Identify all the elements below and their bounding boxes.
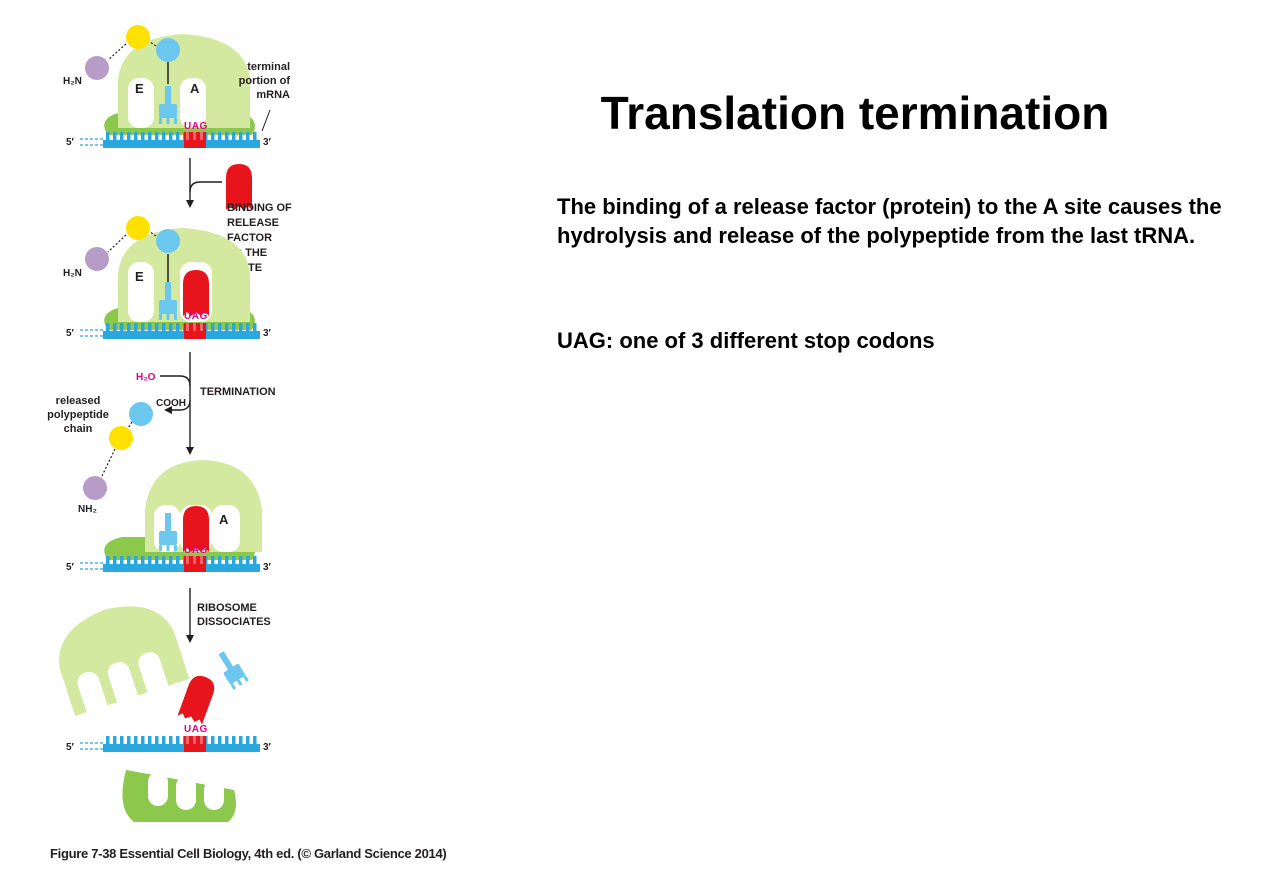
site-a-label-3: A (219, 512, 229, 527)
slide-body-text: The binding of a release factor (protein… (557, 194, 1222, 248)
release-factor-bound (183, 270, 209, 316)
h2n-label: H₂N (63, 76, 82, 87)
termination-label: TERMINATION (200, 386, 276, 398)
binding-label-3: FACTOR (227, 232, 272, 244)
site-e-label-2: E (135, 269, 144, 284)
panel-elongation-complete: E A H₂N UAG 5′ 3′ terminal portion of mR… (63, 25, 291, 149)
small-subunit-free (122, 770, 236, 822)
stop-codon-note: UAG: one of 3 different stop codons (557, 328, 935, 353)
stop-codon-label-3: UAG (184, 545, 208, 556)
ribosome-dissociates-label-1: RIBOSOME (197, 602, 257, 614)
binding-label-2: RELEASE (227, 217, 279, 229)
released-amino-acid-blue (129, 402, 153, 426)
terminal-mrna-label-3: mRNA (256, 89, 290, 101)
large-subunit-free (59, 606, 190, 718)
stop-codon-label: UAG (184, 121, 208, 132)
five-prime-label: 5′ (66, 137, 75, 148)
three-prime-label: 3′ (263, 137, 272, 148)
slide-title: Translation termination (600, 87, 1110, 139)
panel-terminated: A UAG 5′ 3′ (66, 460, 272, 573)
nh2-label: NH₂ (78, 504, 97, 515)
translation-termination-figure: E A H₂N UAG 5′ 3′ terminal portion of mR… (47, 25, 292, 822)
released-chain-label-1: released (56, 395, 101, 407)
amino-acid-purple (85, 56, 109, 80)
site-a-label: A (190, 81, 200, 96)
h2o-label: H₂O (136, 372, 156, 383)
h2n-label-2: H₂N (63, 268, 82, 279)
panel-dissociated: UAG 5′ 3′ (59, 606, 272, 822)
ribosome-dissociates-label-2: DISSOCIATES (197, 616, 271, 628)
binding-label-1: BINDING OF (227, 202, 292, 214)
trna-released (213, 648, 249, 690)
stop-codon-label-4: UAG (184, 724, 208, 735)
site-e-label: E (135, 81, 144, 96)
three-prime-label-3: 3′ (263, 562, 272, 573)
cooh-label: COOH (156, 398, 186, 409)
arrow-termination: H₂O COOH TERMINATION released polypeptid… (47, 352, 276, 515)
released-amino-acid-purple (83, 476, 107, 500)
released-amino-acid-yellow (109, 426, 133, 450)
terminal-mrna-label-2: portion of (239, 75, 291, 87)
panel-release-factor-bound: E H₂N UAG 5′ 3′ (63, 216, 272, 340)
arrow-dissociation: RIBOSOME DISSOCIATES (186, 588, 271, 643)
stop-codon-label-2: UAG (184, 311, 208, 322)
five-prime-label-4: 5′ (66, 742, 75, 753)
figure-caption: Figure 7-38 Essential Cell Biology, 4th … (50, 846, 447, 861)
three-prime-label-2: 3′ (263, 328, 272, 339)
released-chain-label-2: polypeptide (47, 409, 109, 421)
amino-acid-yellow (126, 25, 150, 49)
five-prime-label-2: 5′ (66, 328, 75, 339)
three-prime-label-4: 3′ (263, 742, 272, 753)
amino-acid-blue (156, 38, 180, 62)
terminal-mrna-label-1: terminal (247, 61, 290, 73)
released-chain-label-3: chain (64, 423, 93, 435)
five-prime-label-3: 5′ (66, 562, 75, 573)
